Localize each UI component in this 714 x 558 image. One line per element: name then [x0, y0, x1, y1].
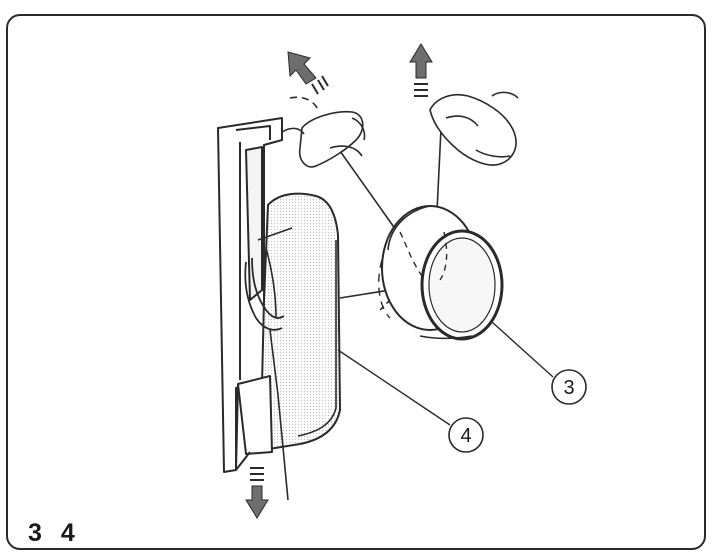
arrow-up-icon	[409, 43, 433, 97]
callout-bobbin: 3	[551, 369, 587, 405]
callout-leaders	[337, 321, 554, 426]
arrow-down-icon	[245, 467, 269, 519]
callout-bobbin-case-label: 4	[460, 425, 471, 447]
left-hand	[281, 96, 366, 168]
arrow-up-left-icon	[287, 51, 329, 95]
right-hand	[429, 91, 519, 166]
callout-bobbin-case: 4	[448, 417, 484, 453]
figure-number: 3 4	[28, 519, 81, 547]
figure-frame	[6, 14, 706, 550]
callout-bobbin-label: 3	[563, 377, 574, 399]
thread	[269, 107, 443, 501]
bobbin-case	[217, 117, 341, 473]
bobbin	[378, 205, 504, 341]
